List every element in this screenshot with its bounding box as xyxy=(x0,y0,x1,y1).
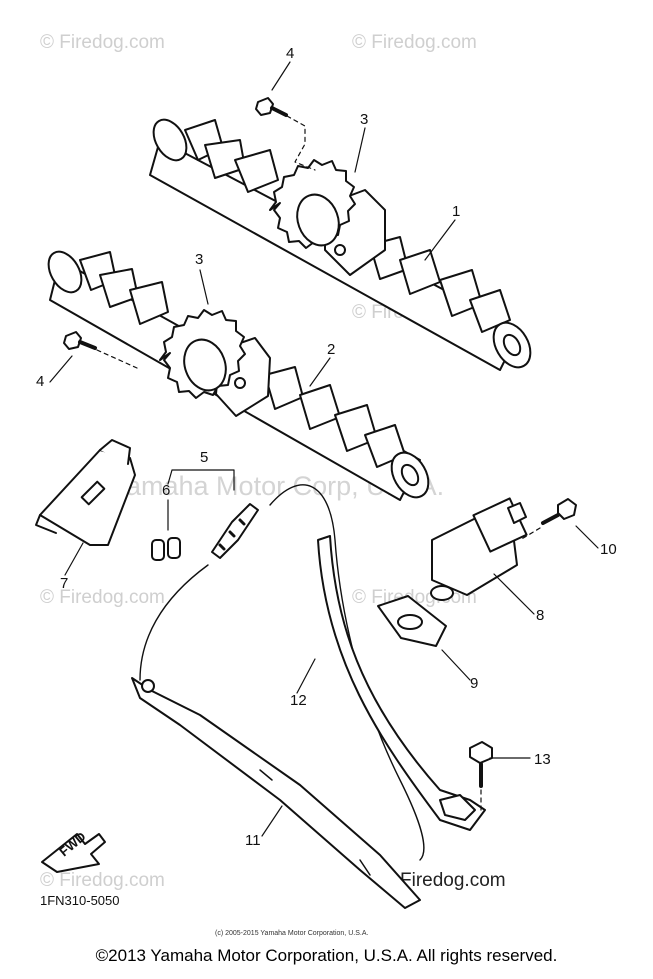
chain-tensioner xyxy=(430,497,528,601)
chain-guide-top xyxy=(35,439,136,546)
callout-1: 1 xyxy=(452,203,460,220)
callout-13: 13 xyxy=(534,751,551,768)
callout-11: 11 xyxy=(245,832,261,849)
chain-guide-tensioner-side xyxy=(317,535,486,831)
callout-2: 2 xyxy=(327,341,335,358)
watermark-lower-left: © Firedog.com xyxy=(40,587,165,608)
watermark-bottom-left: © Firedog.com xyxy=(40,870,165,891)
callout-8: 8 xyxy=(536,607,544,624)
camshaft-lower xyxy=(47,250,430,501)
fwd-arrow-icon xyxy=(41,833,106,873)
sprocket-bolt-upper xyxy=(255,97,316,171)
cam-sprocket-upper xyxy=(269,159,356,249)
footer-copyright: ©2013 Yamaha Motor Corporation, U.S.A. A… xyxy=(95,946,558,965)
watermark-top-right: © Firedog.com xyxy=(352,32,477,53)
cam-sprocket-lower xyxy=(159,309,246,399)
sprocket-bolt-lower xyxy=(63,331,138,369)
diagram-code: 1FN310-5050 xyxy=(40,893,120,908)
callout-7: 7 xyxy=(60,575,68,592)
callout-6: 6 xyxy=(162,482,170,499)
callout-3-upper: 3 xyxy=(360,111,368,128)
tensioner-bolt xyxy=(519,498,577,541)
callout-3-lower: 3 xyxy=(195,251,203,268)
guide-bolt xyxy=(469,741,493,811)
small-copyright: (c) 2005-2015 Yamaha Motor Corporation, … xyxy=(215,930,368,937)
callout-9: 9 xyxy=(470,675,478,692)
callout-4-lower: 4 xyxy=(36,373,44,390)
callout-12: 12 xyxy=(290,692,307,709)
leader-lines xyxy=(49,61,599,837)
callout-10: 10 xyxy=(600,541,617,558)
chain-guide-exhaust xyxy=(131,677,421,909)
callout-4-upper: 4 xyxy=(286,45,294,62)
chain-joint-link xyxy=(151,537,181,561)
watermark-top-left: © Firedog.com xyxy=(40,32,165,53)
tensioner-gasket xyxy=(377,595,447,647)
camshaft-upper xyxy=(149,118,532,371)
cam-chain xyxy=(139,484,425,861)
callout-5: 5 xyxy=(200,449,208,466)
watermark-bottom-right: Firedog.com xyxy=(400,870,506,891)
